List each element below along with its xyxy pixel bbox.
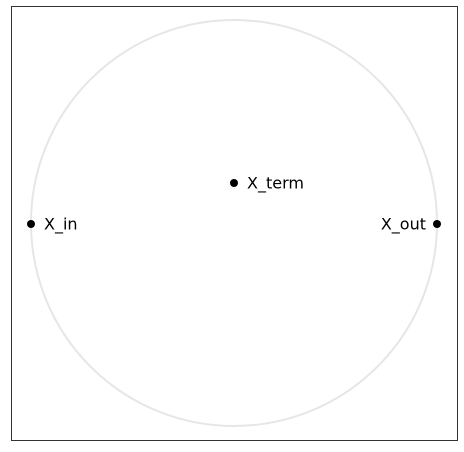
label-x-term: X_term <box>247 174 304 194</box>
point-x-in <box>27 220 35 228</box>
point-x-out <box>433 220 441 228</box>
label-x-in: X_in <box>44 215 78 235</box>
reference-circle <box>30 19 438 427</box>
label-x-out: X_out <box>381 215 426 235</box>
plot-frame <box>11 6 458 441</box>
point-x-term <box>230 179 238 187</box>
